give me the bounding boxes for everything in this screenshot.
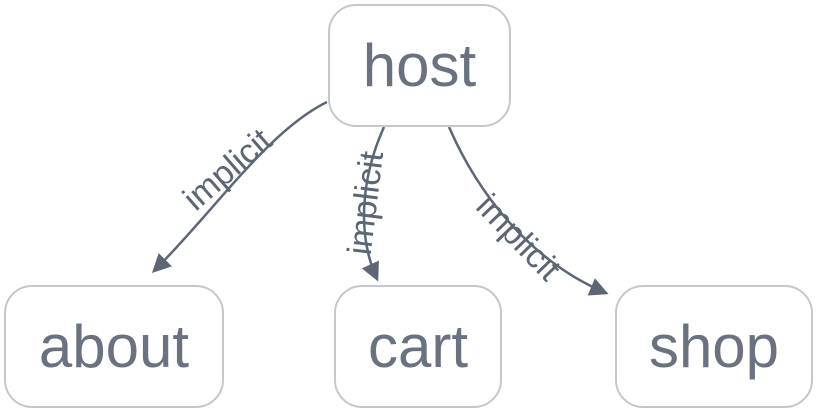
- node-host: host: [328, 4, 511, 127]
- edge-label-host-cart: implicit: [341, 149, 391, 257]
- edge-host-cart: [361, 126, 386, 282]
- node-cart: cart: [334, 285, 502, 408]
- edge-host-shop: [447, 126, 609, 296]
- node-host-label: host: [362, 31, 477, 99]
- node-about-label: about: [38, 312, 190, 380]
- node-shop: shop: [615, 285, 813, 408]
- edge-label-host-shop: implicit: [469, 187, 569, 289]
- node-cart-label: cart: [367, 312, 469, 380]
- edge-label-host-about: implicit: [176, 121, 280, 218]
- edge-host-about: [152, 100, 328, 273]
- node-about: about: [4, 285, 224, 408]
- node-shop-label: shop: [648, 312, 780, 380]
